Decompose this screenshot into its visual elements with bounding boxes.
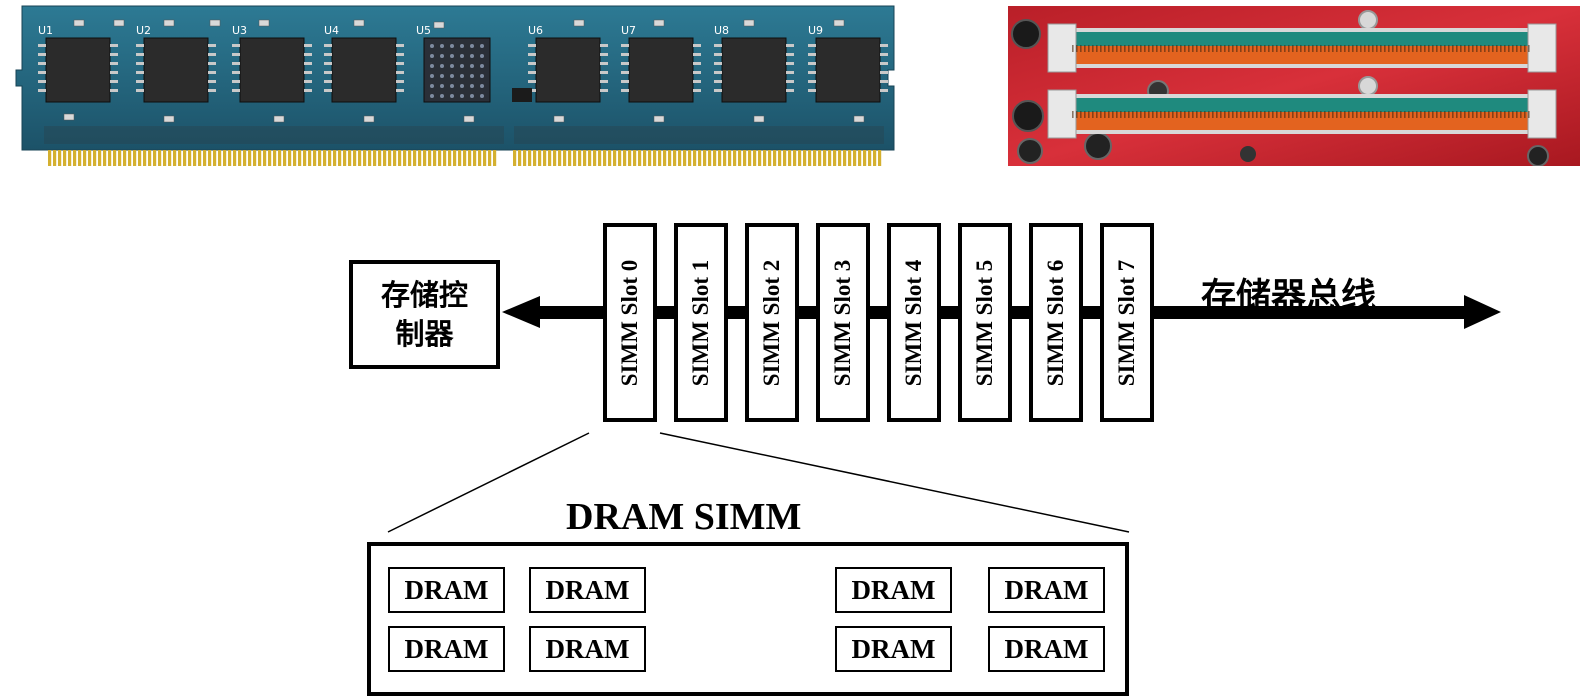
memory-chip (535, 37, 601, 103)
chip-designator: U6 (528, 24, 543, 37)
memory-controller-label-2: 制器 (395, 316, 454, 351)
simm-slot-label: SIMM Slot 6 (1043, 259, 1068, 386)
dram-simm-box (367, 542, 1129, 696)
dram-chip: DRAM (388, 567, 505, 613)
memory-chip (143, 37, 209, 103)
chip-designator: U4 (324, 24, 339, 37)
dram-chip: DRAM (988, 567, 1105, 613)
dram-chip: DRAM (988, 626, 1105, 672)
simm-slot-label: SIMM Slot 3 (830, 259, 855, 386)
chip-designator: U8 (714, 24, 729, 37)
simm-slot-0: SIMM Slot 0 (603, 223, 657, 422)
motherboard-slots-photo (1008, 6, 1580, 166)
simm-slot-2: SIMM Slot 2 (745, 223, 799, 422)
memory-chip (721, 37, 787, 103)
simm-slot-label: SIMM Slot 5 (972, 259, 997, 386)
simm-slot-1: SIMM Slot 1 (674, 223, 728, 422)
simm-slot-5: SIMM Slot 5 (958, 223, 1012, 422)
dram-chip: DRAM (529, 626, 646, 672)
chip-designator: U7 (621, 24, 636, 37)
dram-simm-title: DRAM SIMM (566, 496, 802, 538)
memory-chip (628, 37, 694, 103)
memory-bus-label: 存储器总线 (1201, 277, 1377, 317)
dram-chip: DRAM (835, 567, 952, 613)
dram-chip: DRAM (388, 626, 505, 672)
memory-chip (815, 37, 881, 103)
simm-slot-label: SIMM Slot 7 (1114, 259, 1139, 386)
memory-module-photo: U1 U2 U3 U4 U5 U6 U7 U8 U9 (14, 0, 904, 185)
simm-slot-7: SIMM Slot 7 (1100, 223, 1154, 422)
dram-chip: DRAM (835, 626, 952, 672)
simm-slot-label: SIMM Slot 1 (688, 259, 713, 386)
memory-chip (239, 37, 305, 103)
bus-arrow-left (502, 296, 540, 328)
chip-designator: U5 (416, 24, 431, 37)
simm-slot-label: SIMM Slot 2 (759, 259, 784, 386)
chip-designator: U2 (136, 24, 151, 37)
dram-chip: DRAM (529, 567, 646, 613)
zoom-line-left (387, 432, 590, 533)
gold-contacts (48, 150, 882, 166)
memory-chip (331, 37, 397, 103)
zoom-line-right (659, 432, 1130, 533)
memory-chip (423, 37, 491, 103)
bus-arrow-right (1464, 295, 1501, 329)
memory-controller-box: 存储控 制器 (349, 260, 500, 369)
simm-slot-6: SIMM Slot 6 (1029, 223, 1083, 422)
simm-slot-4: SIMM Slot 4 (887, 223, 941, 422)
chip-designator: U3 (232, 24, 247, 37)
chip-designator: U1 (38, 24, 53, 37)
chip-designator: U9 (808, 24, 823, 37)
memory-controller-label-1: 存储控 (380, 277, 468, 312)
memory-chip (45, 37, 111, 103)
simm-slot-label: SIMM Slot 4 (901, 259, 926, 386)
simm-slot-3: SIMM Slot 3 (816, 223, 870, 422)
simm-slot-label: SIMM Slot 0 (617, 259, 642, 386)
